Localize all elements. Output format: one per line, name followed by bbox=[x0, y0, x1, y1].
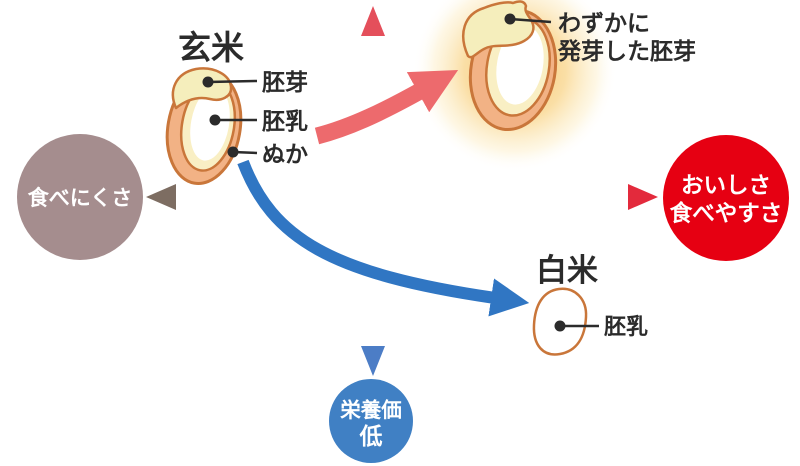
right-badge-circle bbox=[663, 135, 789, 261]
germinated-germ-callout-line bbox=[509, 17, 552, 24]
left-badge-label: 食べにくさ bbox=[28, 186, 133, 210]
arrow-genmai-to-hakumai bbox=[237, 159, 530, 317]
germinated-germ-callout-dot bbox=[504, 13, 516, 25]
arrow-genmai-to-germinated bbox=[314, 69, 459, 145]
bottom-badge-label-line2: 低 bbox=[359, 424, 383, 450]
horizontal-axis-right-arrowhead bbox=[628, 184, 658, 210]
genmai-endosperm-label: 胚乳 bbox=[262, 108, 308, 135]
hakumai-endosperm-callout-dot bbox=[554, 320, 566, 332]
vertical-axis-down-arrowhead bbox=[361, 346, 385, 376]
germ-callout-line bbox=[207, 79, 258, 84]
germ-callout-dot bbox=[202, 76, 214, 88]
germinated-germ-label-line2: 発芽した胚芽 bbox=[557, 39, 696, 65]
horizontal-axis bbox=[146, 184, 658, 210]
germinated-grain-illustration bbox=[462, 0, 558, 132]
bottom-badge: 栄養価 低 bbox=[329, 379, 413, 463]
vertical-axis-up-arrowhead bbox=[361, 6, 385, 36]
right-badge: おいしさ 食べやすさ bbox=[663, 135, 789, 261]
genmai-bran-label: ぬか bbox=[262, 142, 308, 168]
germinated-sprouting-germ bbox=[462, 0, 535, 59]
horizontal-axis-left-arrowhead bbox=[146, 184, 176, 210]
bran-callout-dot bbox=[227, 146, 239, 158]
hakumai-endosperm-label: 胚乳 bbox=[604, 314, 648, 340]
genmai-germ-label: 胚芽 bbox=[262, 70, 308, 96]
right-badge-label-line2: 食べやすさ bbox=[670, 200, 783, 227]
germinated-germ-label-line1: わずかに bbox=[558, 11, 650, 37]
genmai-germ bbox=[171, 67, 233, 110]
genmai-title: 玄米 bbox=[178, 28, 244, 67]
left-badge: 食べにくさ bbox=[17, 134, 143, 260]
bottom-badge-label-line1: 栄養価 bbox=[339, 398, 402, 422]
right-badge-label-line1: おいしさ bbox=[681, 173, 771, 199]
vertical-axis bbox=[361, 6, 385, 376]
genmai-core bbox=[190, 87, 230, 161]
endosperm-callout-dot bbox=[209, 114, 221, 126]
genmai-grain-illustration bbox=[165, 67, 243, 186]
left-badge-circle bbox=[17, 134, 143, 260]
bottom-badge-circle bbox=[329, 379, 413, 463]
hakumai-title: 白米 bbox=[536, 253, 598, 289]
